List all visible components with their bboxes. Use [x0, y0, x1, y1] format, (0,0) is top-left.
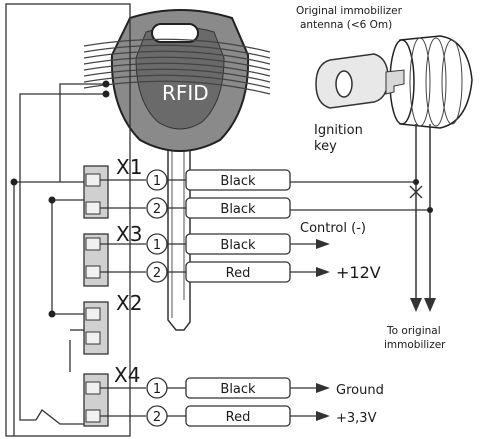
wire-color-box	[185, 197, 291, 219]
connector-label: X1	[116, 155, 142, 179]
wire-color-label: Black	[220, 174, 256, 189]
pin-number: 1	[153, 174, 161, 189]
wire-row: 2 Red +12V	[100, 261, 381, 283]
x1-to-antenna	[290, 181, 430, 211]
pin-number: 1	[153, 238, 161, 253]
wire-color-label: Black	[220, 382, 256, 397]
pin-number: 1	[153, 382, 161, 397]
wire-destination-label: +12V	[336, 263, 381, 282]
arrow-right-icon	[316, 383, 330, 393]
arrow-right-icon	[316, 239, 330, 249]
wire-color-label: Red	[226, 266, 251, 281]
wire-row: 1 Black Control (-)	[100, 221, 366, 255]
arrow-down-icon	[424, 298, 436, 312]
antenna-title-line2: antenna (<6 Om)	[300, 19, 392, 31]
junction-dots	[10, 80, 110, 318]
wire-color-label: Black	[220, 202, 256, 217]
destination-line1: To original	[386, 325, 441, 337]
arrow-down-icon	[410, 298, 422, 312]
wire-destination-label: +3,3V	[336, 411, 377, 426]
rfid-key-icon: RFID	[83, 9, 271, 331]
connector-x2: X2	[83, 291, 142, 355]
rfid-label: RFID	[162, 81, 209, 105]
junction-dot	[413, 179, 419, 185]
wire-color-box	[185, 169, 291, 191]
connector-slot	[85, 307, 101, 321]
antenna-title-line1: Original immobilizer	[296, 5, 403, 17]
destination-line2: immobilizer	[384, 339, 446, 351]
wire-row: 2 Red +3,3V	[100, 405, 377, 427]
pin-number: 2	[153, 410, 161, 425]
wire-color-label: Red	[226, 410, 251, 425]
connector-slot	[85, 265, 101, 279]
pin-number: 2	[153, 266, 161, 281]
ignition-label-line1: Ignition	[314, 123, 363, 138]
connector-x3: X3 1 Black Control (-) 2 Red +12V	[83, 221, 381, 287]
connector-x4: X4 1 Black Ground 2 Red +3,3V	[83, 363, 384, 427]
wire-row: 1 Black	[100, 169, 291, 191]
connector-slot	[85, 331, 101, 345]
connector-slot	[85, 201, 101, 215]
arrow-right-icon	[316, 267, 330, 277]
ignition-label-line2: key	[314, 139, 337, 154]
wire-destination-label: Ground	[336, 383, 384, 398]
connector-slot	[85, 173, 101, 187]
connector-label: X2	[116, 291, 142, 315]
ignition-lock-icon	[315, 35, 473, 129]
connector-label: X3	[116, 222, 142, 246]
wire-row: 1 Black Ground	[100, 377, 384, 399]
connector-slot	[85, 237, 101, 251]
wire-color-label: Black	[220, 238, 256, 253]
connector-slot	[85, 409, 101, 423]
connector-label: X4	[114, 363, 140, 387]
arrow-right-icon	[316, 411, 330, 421]
wire-row: 2 Black	[100, 197, 291, 219]
junction-dot	[427, 207, 433, 213]
connector-slot	[85, 381, 101, 395]
wire-destination-label: Control (-)	[300, 221, 366, 236]
pin-number: 2	[153, 202, 161, 217]
